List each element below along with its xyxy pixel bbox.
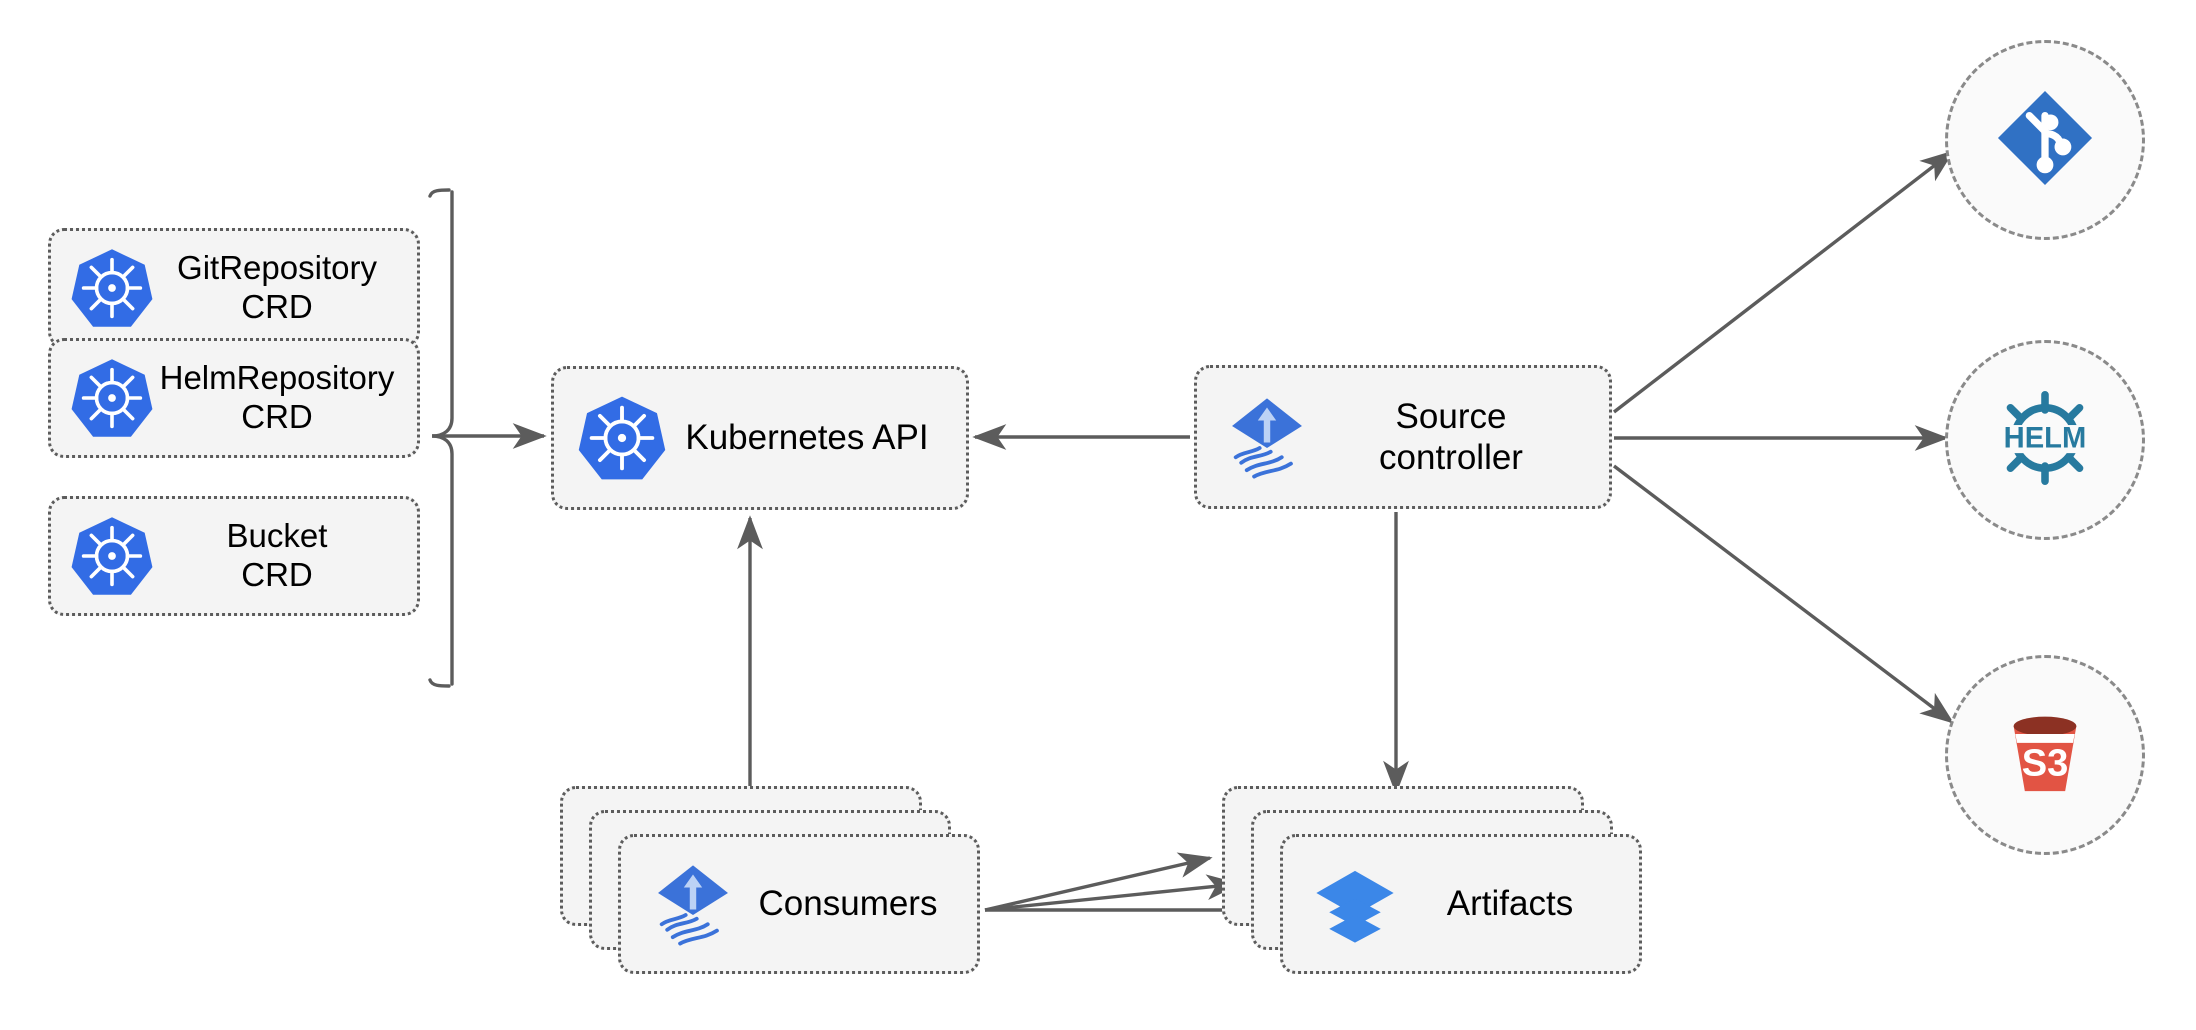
crd-label: Bucket CRD bbox=[226, 517, 328, 593]
target-s3-circle[interactable]: S3 bbox=[1945, 655, 2145, 855]
edge-source-to-git bbox=[1612, 150, 1955, 414]
helm-label: HELM bbox=[2004, 422, 2087, 454]
source-controller-label: Source controller bbox=[1379, 396, 1523, 477]
crd-box-gitrepository[interactable]: GitRepository CRD bbox=[48, 228, 420, 348]
crd-label: HelmRepository CRD bbox=[159, 359, 395, 435]
consumers-stack[interactable]: Consumers bbox=[560, 786, 980, 976]
flux-icon bbox=[1221, 391, 1313, 483]
helm-icon: HELM bbox=[1980, 384, 2110, 497]
target-git-circle[interactable] bbox=[1945, 40, 2145, 240]
artifacts-label: Artifacts bbox=[1446, 884, 1574, 923]
edge-source-to-s3 bbox=[1612, 464, 1955, 724]
crd-label: GitRepository CRD bbox=[177, 249, 377, 325]
layers-icon bbox=[1309, 858, 1401, 950]
s3-label: S3 bbox=[2022, 742, 2069, 784]
kubernetes-api-label: Kubernetes API bbox=[685, 418, 929, 458]
kubernetes-icon bbox=[69, 513, 155, 599]
edge-consumers-to-artifacts-1 bbox=[984, 852, 1213, 912]
consumers-label: Consumers bbox=[758, 884, 938, 923]
crd-bracket bbox=[428, 188, 547, 688]
crd-box-helmrepository[interactable]: HelmRepository CRD bbox=[48, 338, 420, 458]
kubernetes-icon bbox=[69, 245, 155, 331]
kubernetes-icon bbox=[576, 392, 668, 484]
target-helm-circle[interactable]: HELM bbox=[1945, 340, 2145, 540]
source-controller-box[interactable]: Source controller bbox=[1194, 365, 1612, 509]
artifacts-stack[interactable]: Artifacts bbox=[1222, 786, 1642, 976]
git-icon bbox=[1989, 82, 2101, 199]
s3-bucket-icon: S3 bbox=[1989, 697, 2101, 814]
crd-box-bucket[interactable]: Bucket CRD bbox=[48, 496, 420, 616]
flux-icon bbox=[647, 858, 739, 950]
kubernetes-icon bbox=[69, 355, 155, 441]
consumers-box[interactable]: Consumers bbox=[618, 834, 980, 974]
edge-consumers-to-artifacts-2 bbox=[984, 874, 1241, 912]
kubernetes-api-box[interactable]: Kubernetes API bbox=[551, 366, 969, 510]
artifacts-box[interactable]: Artifacts bbox=[1280, 834, 1642, 974]
